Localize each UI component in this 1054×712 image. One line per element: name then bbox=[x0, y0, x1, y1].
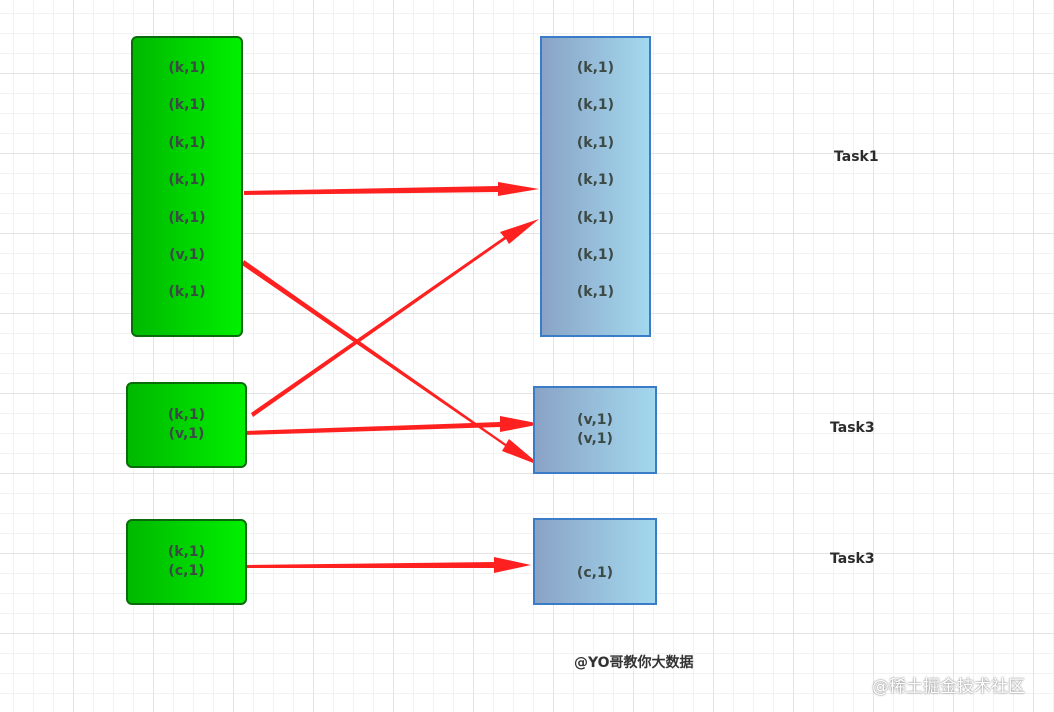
pair-text: (k,1) bbox=[168, 97, 206, 114]
arrow-g1-to-b2 bbox=[242, 260, 541, 466]
pair-text: (k,1) bbox=[576, 284, 615, 301]
arrow-g2-to-b1 bbox=[251, 219, 539, 417]
blue-box-3: (c,1) bbox=[533, 518, 657, 605]
arrow-g2-to-b2 bbox=[245, 416, 541, 435]
pair-text: (k,1) bbox=[168, 209, 206, 226]
credit-text: @YO哥教你大数据 bbox=[574, 655, 694, 671]
task-label-2: Task3 bbox=[830, 420, 875, 436]
blue-box-1: (k,1) (k,1) (k,1) (k,1) (k,1) (k,1) (k,1) bbox=[540, 36, 651, 337]
green-box-1: (k,1) (k,1) (k,1) (k,1) (k,1) (v,1) (k,1) bbox=[131, 36, 243, 337]
pair-text: (c,1) bbox=[576, 565, 614, 581]
green-box-3: (k,1) (c,1) bbox=[126, 519, 247, 605]
task-label-1: Task1 bbox=[834, 149, 879, 165]
green-box-2: (k,1) (v,1) bbox=[126, 382, 247, 468]
pair-text: (k,1) bbox=[576, 209, 615, 226]
pair-text: (k,1) bbox=[576, 60, 615, 76]
pair-text: (k,1) bbox=[576, 172, 615, 189]
pair-text: (v,1) bbox=[577, 412, 613, 428]
pair-text: (k,1) bbox=[576, 246, 615, 263]
pair-text: (v,1) bbox=[169, 246, 205, 263]
pair-text: (k,1) bbox=[167, 544, 206, 560]
pair-text: (k,1) bbox=[168, 60, 206, 76]
watermark-text: @稀土掘金技术社区 bbox=[872, 677, 1025, 697]
pair-text: (k,1) bbox=[167, 407, 206, 423]
task-label-3: Task3 bbox=[830, 551, 875, 567]
pair-text: (v,1) bbox=[577, 431, 613, 447]
pair-text: (k,1) bbox=[576, 134, 615, 151]
pair-text: (c,1) bbox=[168, 563, 205, 579]
pair-text: (k,1) bbox=[168, 172, 206, 189]
pair-text: (k,1) bbox=[168, 284, 206, 301]
pair-text: (k,1) bbox=[168, 134, 206, 151]
arrow-g3-to-b3 bbox=[245, 557, 531, 573]
pair-text: (k,1) bbox=[576, 97, 615, 114]
blue-box-2: (v,1) (v,1) bbox=[533, 386, 657, 474]
arrow-g1-to-b1 bbox=[244, 182, 539, 196]
pair-text: (v,1) bbox=[168, 426, 205, 442]
